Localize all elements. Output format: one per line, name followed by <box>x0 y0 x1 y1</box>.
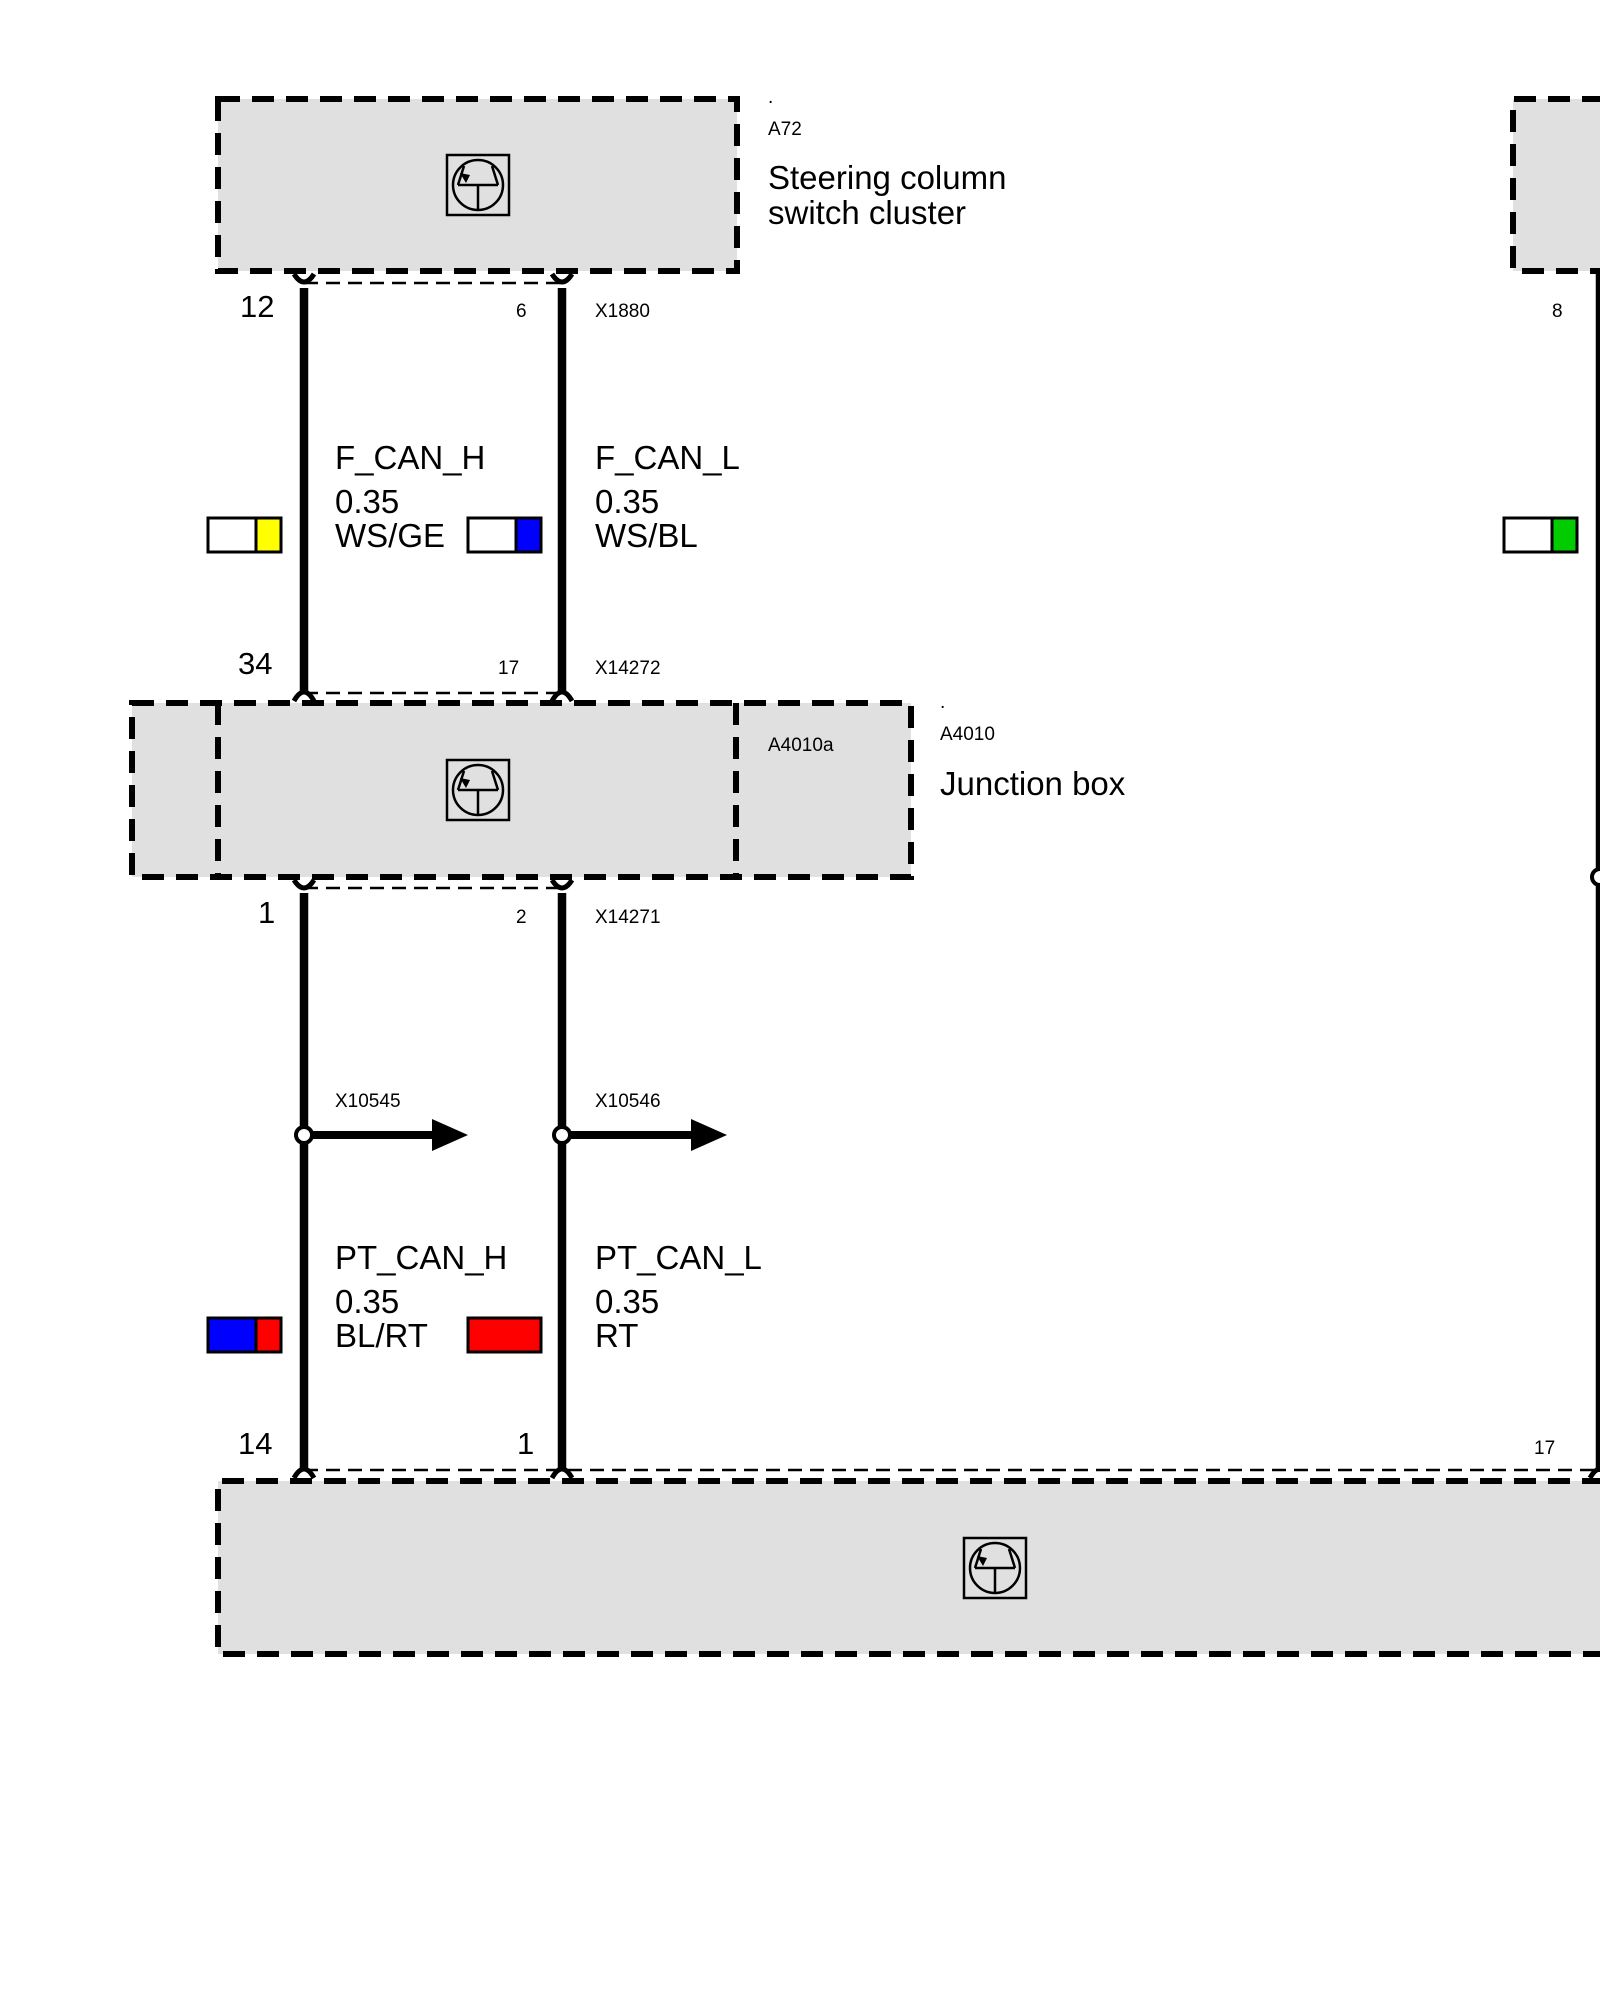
x1880-pin-6: 6 <box>516 301 527 322</box>
far-right-color-swatch <box>1502 516 1579 554</box>
far-right-junction-dot <box>1590 867 1600 887</box>
bottom-pin-1: 1 <box>517 1426 534 1461</box>
x1880-pin-12-hook <box>291 272 317 285</box>
pt-can-l-gauge: 0.35 <box>595 1283 659 1320</box>
f-can-l-gauge: 0.35 <box>595 483 659 520</box>
arrow-right-icon[interactable] <box>562 1119 727 1151</box>
x14271-pin-2-hook <box>549 878 575 891</box>
right-component-box[interactable] <box>1510 96 1600 274</box>
pt-can-l-name: PT_CAN_L <box>595 1239 762 1276</box>
x10546-id: X10546 <box>595 1091 661 1112</box>
x1880-pin-6-hook <box>549 272 575 285</box>
control-unit-icon <box>962 1536 1028 1600</box>
f-can-l-color-swatch <box>466 516 543 554</box>
a72-dot: . <box>768 87 773 108</box>
pt-can-l-color-swatch <box>466 1316 543 1354</box>
pt-can-h-name: PT_CAN_H <box>335 1239 507 1276</box>
x14272-id: X14272 <box>595 658 661 679</box>
pt-can-l-color-code: RT <box>595 1317 638 1354</box>
a4010-name: Junction box <box>940 765 1126 802</box>
x14271-pin-1-hook <box>291 878 317 891</box>
bottom-pin-14-hook <box>291 1466 317 1480</box>
pt-can-h-color-code: BL/RT <box>335 1317 428 1354</box>
arrow-right-icon[interactable] <box>304 1119 468 1151</box>
x1880-pin-12: 12 <box>240 289 274 324</box>
pt-can-h-color-swatch <box>206 1316 283 1354</box>
f-can-h-color-code: WS/GE <box>335 517 445 554</box>
bottom-pin-17: 17 <box>1534 1438 1555 1459</box>
x14272-pin-34-hook <box>291 689 317 703</box>
x14271-pin-1: 1 <box>258 895 275 930</box>
x14271-pin-2: 2 <box>516 907 527 928</box>
a4010-id: A4010 <box>940 724 995 745</box>
f-can-l-name: F_CAN_L <box>595 439 740 476</box>
a4010a-id: A4010a <box>768 735 834 756</box>
x1880-pin-8: 8 <box>1552 301 1563 322</box>
bottom-pin-14: 14 <box>238 1426 272 1461</box>
control-unit-icon <box>445 153 511 217</box>
a4010-dot: . <box>940 692 945 713</box>
x10545-id: X10545 <box>335 1091 401 1112</box>
f-can-l-color-code: WS/BL <box>595 517 698 554</box>
pt-can-h-gauge: 0.35 <box>335 1283 399 1320</box>
x10545-splice-dot <box>294 1125 314 1145</box>
control-unit-icon <box>445 758 511 822</box>
x14272-pin-17-hook <box>549 689 575 703</box>
a72-name-line2: switch cluster <box>768 194 966 231</box>
x10546-splice-dot <box>552 1125 572 1145</box>
a72-name-line1: Steering column <box>768 159 1006 196</box>
junction-box-outer[interactable] <box>129 700 914 880</box>
bottom-control-unit-box[interactable] <box>215 1478 1600 1657</box>
a72-id: A72 <box>768 119 802 140</box>
x14272-pin-34: 34 <box>238 646 272 681</box>
x14272-pin-17: 17 <box>498 658 519 679</box>
bottom-pin-1-hook <box>549 1466 575 1480</box>
f-can-h-gauge: 0.35 <box>335 483 399 520</box>
x14271-id: X14271 <box>595 907 661 928</box>
bottom-pin-17-hook <box>1587 1466 1600 1480</box>
f-can-h-color-swatch <box>206 516 283 554</box>
f-can-h-name: F_CAN_H <box>335 439 485 476</box>
x1880-id: X1880 <box>595 301 650 322</box>
